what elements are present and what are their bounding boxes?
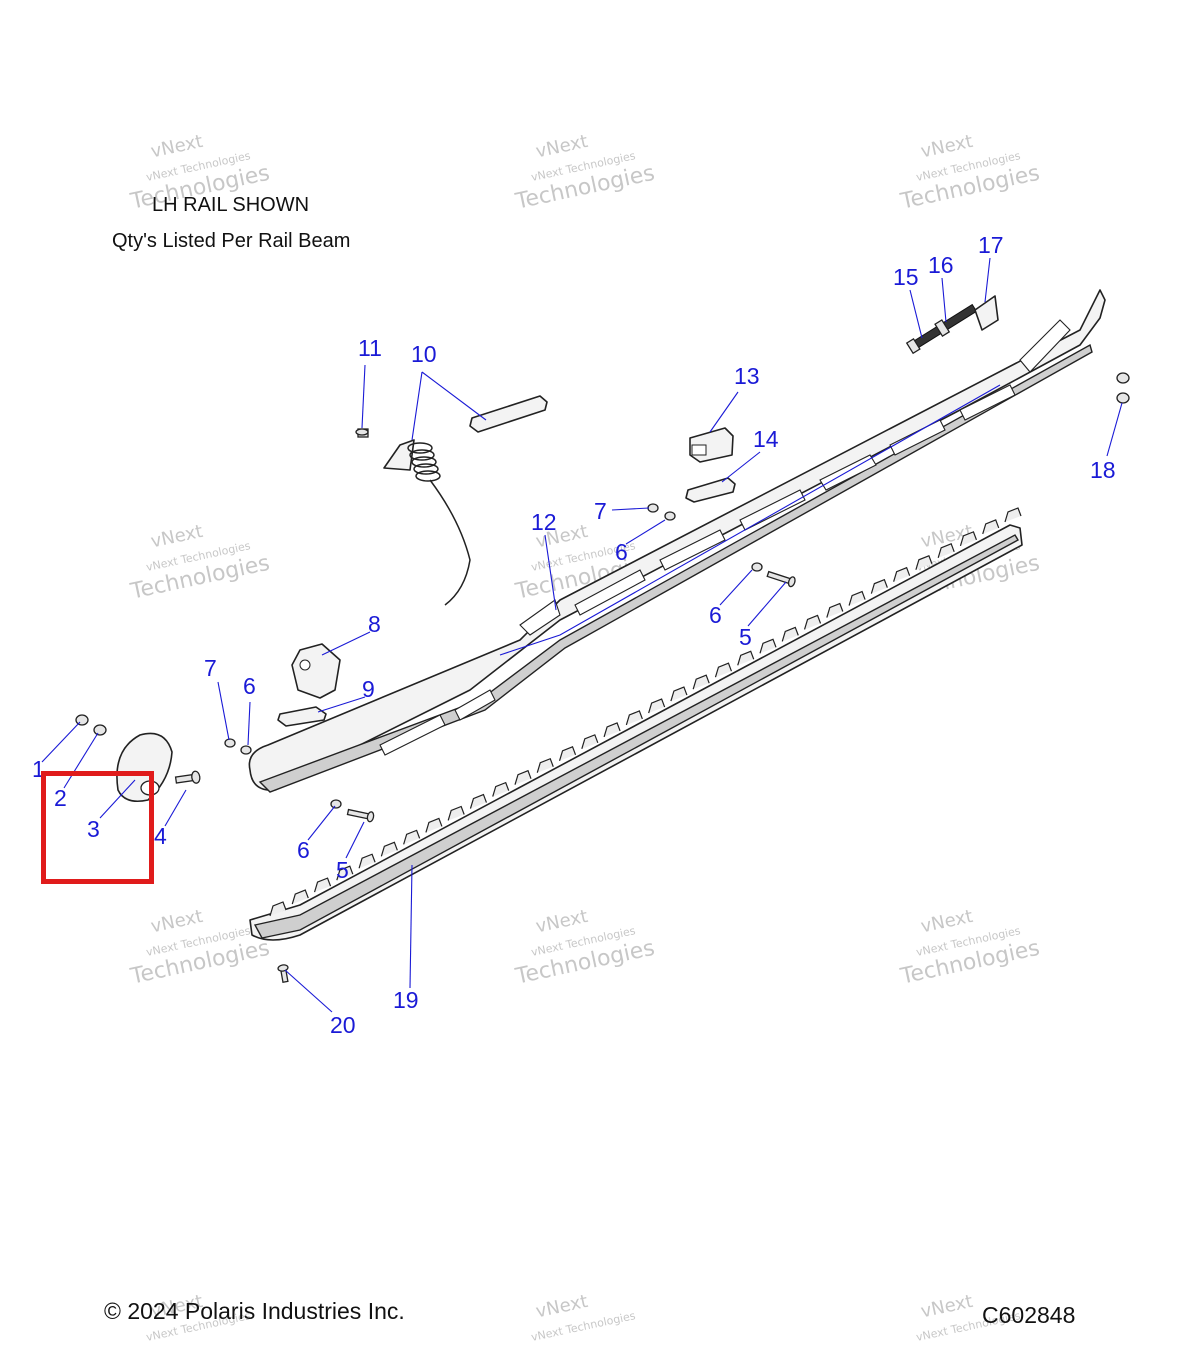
callout-13: 13 xyxy=(734,363,760,389)
callout-8: 8 xyxy=(368,611,381,637)
torsion-spring xyxy=(383,439,471,606)
spring-cover xyxy=(469,395,548,433)
slide-tooth xyxy=(781,626,799,642)
watermark: vNext vNext Technologies Technologies xyxy=(898,906,1042,990)
slide-tooth xyxy=(893,566,911,582)
slide-tooth xyxy=(1004,507,1022,523)
slide-tooth xyxy=(536,757,554,773)
callout-20: 20 xyxy=(330,1012,356,1038)
watermark: vNext vNext Technologies Technologies xyxy=(128,906,272,990)
slide-tooth xyxy=(358,853,376,869)
slide-tooth xyxy=(581,734,599,750)
slide-tooth xyxy=(848,590,866,606)
slide-tooth xyxy=(714,662,733,678)
slide-tooth xyxy=(558,746,577,761)
callout-18: 18 xyxy=(1090,457,1116,483)
slide-tooth xyxy=(603,722,621,738)
slide-tooth xyxy=(403,829,421,845)
svg-text:vNext: vNext xyxy=(534,1291,590,1322)
slide-teeth xyxy=(269,507,1022,917)
diagram-code: C602848 xyxy=(982,1302,1076,1328)
slide-tooth xyxy=(336,865,354,881)
svg-text:vNext: vNext xyxy=(919,1291,975,1322)
highlight-box xyxy=(41,771,154,884)
slide-tooth xyxy=(982,519,1000,535)
slide-tooth xyxy=(915,554,933,570)
slide-tooth xyxy=(469,793,488,809)
svg-text:vNext: vNext xyxy=(149,906,205,937)
qty-note: Qty's Listed Per Rail Beam xyxy=(112,230,351,252)
slide-tooth xyxy=(648,698,666,714)
slide-tooth xyxy=(291,889,309,905)
slide-tooth xyxy=(937,543,955,558)
watermark: vNext vNext Technologies Technologies xyxy=(513,131,657,215)
slide-tooth xyxy=(692,674,710,690)
watermarks: vNext vNext Technologies Technologies vN… xyxy=(128,131,1042,1344)
callout-4: 4 xyxy=(154,823,167,849)
watermark: vNext vNext Technologies Technologies xyxy=(513,906,657,990)
slide-tooth xyxy=(670,686,688,702)
callout-6: 6 xyxy=(709,602,722,628)
slide-tooth xyxy=(492,781,510,797)
callout-2: 2 xyxy=(54,785,67,811)
svg-text:vNext: vNext xyxy=(919,131,975,162)
callout-9: 9 xyxy=(362,676,375,702)
svg-text:vNext: vNext xyxy=(534,906,590,937)
watermark: vNext vNext Technologies Technologies xyxy=(898,131,1042,215)
hardware xyxy=(75,295,1130,983)
slide-rail xyxy=(249,507,1023,941)
callout-10: 10 xyxy=(411,341,437,367)
slide-tooth xyxy=(759,638,777,654)
slide-tooth xyxy=(380,841,398,857)
slide-tooth xyxy=(870,578,888,594)
slide-tooth xyxy=(447,805,465,821)
watermark: vNext vNext Technologies Technologies xyxy=(128,521,272,605)
svg-text:vNext: vNext xyxy=(534,131,590,162)
callout-6: 6 xyxy=(615,539,628,565)
rail-stop xyxy=(291,643,341,699)
callouts: 1 2 3 4 5 5 6 6 6 6 7 7 8 9 10 11 12 13 … xyxy=(32,232,1116,1038)
callout-3: 3 xyxy=(87,816,100,842)
slide-tooth xyxy=(625,710,643,726)
callout-7: 7 xyxy=(204,655,217,681)
copyright: © 2024 Polaris Industries Inc. xyxy=(104,1298,405,1324)
view-label: LH RAIL SHOWN xyxy=(152,194,310,216)
callout-5: 5 xyxy=(336,857,349,883)
slide-tooth xyxy=(313,877,332,893)
slide-tooth xyxy=(737,650,755,666)
slide-tooth xyxy=(803,614,822,630)
svg-text:vNext: vNext xyxy=(149,131,205,162)
callout-19: 19 xyxy=(393,987,419,1013)
rail-stop-insert xyxy=(277,706,327,727)
slide-tooth xyxy=(959,531,978,547)
stopper-insert xyxy=(685,477,736,503)
callout-14: 14 xyxy=(753,426,779,452)
callout-16: 16 xyxy=(928,252,954,278)
slide-tooth xyxy=(269,901,287,917)
svg-text:vNext: vNext xyxy=(149,521,205,552)
callout-6: 6 xyxy=(297,837,310,863)
callout-5: 5 xyxy=(739,624,752,650)
slide-tooth xyxy=(425,817,443,833)
rail-beam xyxy=(248,289,1106,793)
callout-17: 17 xyxy=(978,232,1004,258)
svg-text:vNext: vNext xyxy=(919,906,975,937)
slide-tooth xyxy=(826,602,844,618)
stopper-block xyxy=(689,427,734,463)
leader-lines xyxy=(41,257,1123,1013)
callout-7: 7 xyxy=(594,498,607,524)
callout-6: 6 xyxy=(243,673,256,699)
callout-12: 12 xyxy=(531,509,557,535)
slide-tooth xyxy=(514,769,532,785)
callout-15: 15 xyxy=(893,264,919,290)
callout-11: 11 xyxy=(358,335,382,361)
watermark: vNext vNext Technologies xyxy=(530,1291,637,1344)
